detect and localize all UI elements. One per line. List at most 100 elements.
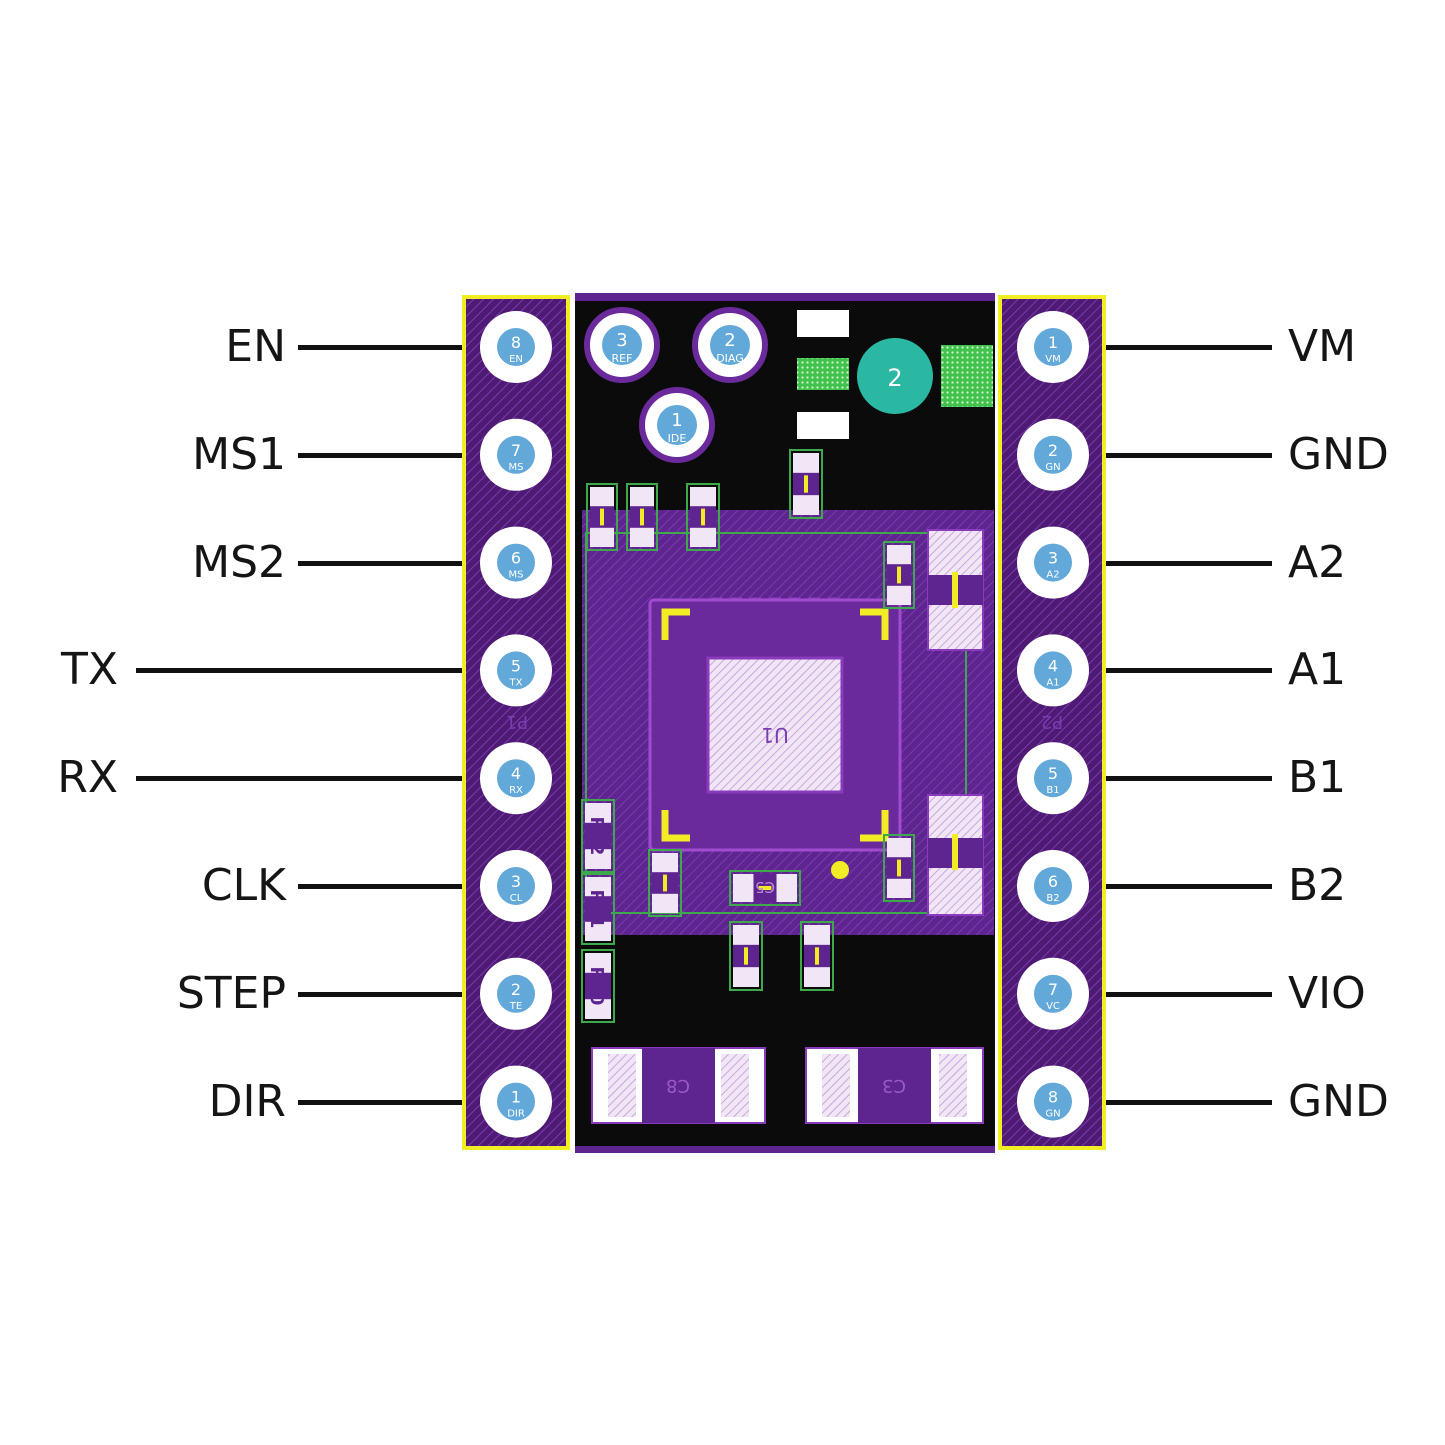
capacitor-c5: C5 (729, 870, 801, 906)
right-pad-4: 4A1 (1017, 634, 1089, 707)
pin-lead-left-2 (298, 452, 462, 458)
svg-text:R11: R11 (586, 890, 607, 929)
right-pad-7: 7VC (1017, 957, 1089, 1030)
left-pad-7: 2TE (480, 957, 552, 1030)
pad-function: TE (509, 1001, 522, 1012)
pin-label-left-4: TX (60, 644, 118, 696)
pin-lead-right-1 (1106, 345, 1272, 350)
left-pad-2: 7MS (480, 418, 552, 491)
resistor-r10: R10 (581, 949, 615, 1023)
top-pad-ide: 1 IDE (639, 387, 715, 463)
pad-number: 7 (511, 441, 521, 460)
pad-number: 6 (1048, 872, 1058, 891)
pad-number: 5 (511, 656, 521, 675)
pin-lead-left-1 (298, 345, 462, 350)
pad-function: B2 (1046, 893, 1059, 904)
pad-function: TX (509, 677, 523, 688)
pad-function: A2 (1046, 570, 1059, 581)
pin-label-right-8: GND (1288, 1075, 1389, 1127)
pin-label-right-3: A2 (1288, 536, 1347, 588)
svg-text:C5: C5 (755, 878, 775, 896)
svg-text:REF: REF (612, 352, 633, 365)
smd-part (800, 921, 834, 991)
pin-label-left-2: MS1 (192, 428, 286, 480)
pin-lead-left-4 (136, 668, 462, 674)
ic-thermal-pad (706, 656, 844, 794)
pad-number: 3 (511, 872, 521, 891)
right-pad-6: 6B2 (1017, 850, 1089, 922)
svg-text:IDE: IDE (668, 432, 687, 445)
smd-part (883, 541, 915, 609)
pad-function: MS (509, 462, 524, 473)
left-header-designator: P1 (506, 711, 528, 732)
top-pad-diag: 2 DIAG (692, 307, 768, 383)
pad-number: 1 (1048, 333, 1058, 352)
pin-label-right-5: B1 (1288, 752, 1347, 804)
resistor-r11: R11 (581, 873, 615, 945)
ic-designator: U1 (761, 723, 788, 747)
smd-part (789, 449, 823, 519)
pin-label-left-8: DIR (208, 1075, 286, 1127)
pad-function: CL (510, 893, 523, 904)
pin-label-left-3: MS2 (192, 536, 286, 588)
pin-lead-left-6 (298, 884, 462, 889)
pad-function: EN (509, 354, 523, 365)
pad-number: 4 (511, 764, 521, 783)
pin1-dot (831, 861, 849, 879)
pad-number: 6 (511, 549, 521, 568)
pad-number: 3 (1048, 549, 1058, 568)
pin-lead-left-5 (136, 776, 462, 782)
pin-lead-right-8 (1106, 1099, 1272, 1105)
pad-function: VM (1045, 354, 1060, 365)
pad-function: MS (509, 570, 524, 581)
smd-part (686, 483, 720, 551)
pin-label-right-2: GND (1288, 428, 1389, 480)
capacitor-c8: C8 (591, 1047, 766, 1124)
side-capacitor-bottom (927, 794, 984, 916)
resistor-r12: R12 (581, 799, 615, 873)
side-capacitor-top (927, 529, 984, 651)
pad-number: 8 (511, 333, 521, 352)
pad-function: RX (509, 785, 523, 796)
pin-lead-right-5 (1106, 776, 1272, 782)
pad-function: GN (1045, 1109, 1060, 1120)
pad-number: 7 (1048, 980, 1058, 999)
pad-function: GN (1045, 462, 1060, 473)
smd-pad (797, 310, 849, 337)
green-pad (797, 358, 849, 390)
svg-text:1: 1 (671, 410, 682, 431)
pad-function: A1 (1046, 677, 1059, 688)
pin-lead-right-4 (1106, 668, 1272, 674)
svg-text:C8: C8 (666, 1075, 690, 1096)
right-pad-2: 2GN (1017, 418, 1089, 491)
capacitor-c3: C3 (805, 1047, 984, 1124)
left-header-silkscreen (462, 295, 570, 1150)
svg-text:R12: R12 (586, 817, 607, 856)
smd-part (586, 483, 618, 551)
svg-text:3: 3 (616, 330, 627, 351)
pad-number: 1 (511, 1088, 521, 1107)
smd-part (883, 834, 915, 902)
svg-text:C3: C3 (882, 1075, 906, 1096)
top-pad-ref: 3 REF (584, 307, 660, 383)
pin-label-left-6: CLK (201, 860, 286, 911)
left-pad-1: 8EN (480, 311, 552, 383)
pin-label-right-6: B2 (1288, 860, 1347, 911)
pad-number: 2 (1048, 441, 1058, 460)
smd-pad (797, 412, 849, 439)
pin-lead-left-7 (298, 991, 462, 997)
pin-lead-right-7 (1106, 991, 1272, 997)
right-pad-5: 5B1 (1017, 742, 1089, 815)
pad-number: 8 (1048, 1088, 1058, 1107)
right-header-designator: P2 (1041, 711, 1063, 732)
pin-label-right-4: A1 (1288, 644, 1347, 696)
left-pad-5: 4RX (480, 742, 552, 815)
left-pad-4: 5TX (480, 634, 552, 707)
pad-function: DIR (507, 1109, 525, 1120)
pin-label-left-5: RX (57, 752, 118, 804)
left-pad-3: 6MS (480, 526, 552, 599)
svg-text:R10: R10 (586, 967, 607, 1006)
smd-part (729, 921, 763, 991)
